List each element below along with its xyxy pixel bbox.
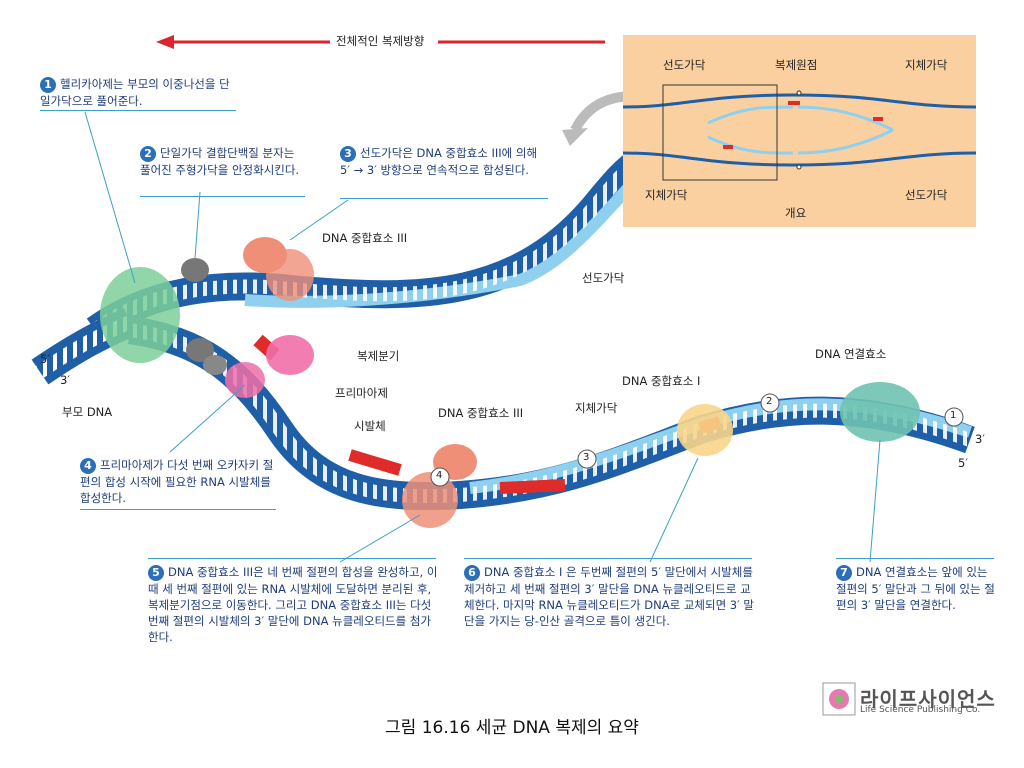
inset-origin: 복제원점 — [775, 58, 818, 72]
fragment-3: 3 — [583, 452, 590, 463]
overview-inset: 선도가닥 복제원점 지체가닥 지체가닥 선도가닥 개요 — [622, 35, 977, 227]
label-fork: 복제분기 — [357, 349, 400, 363]
ligase — [840, 382, 920, 442]
inset-lagging-bl: 지체가닥 — [645, 188, 688, 202]
label-leading: 선도가닥 — [582, 271, 625, 285]
primer-red-1 — [348, 449, 402, 476]
brand-name: 라이프사이언스 — [860, 687, 996, 711]
label-pol1: DNA 중합효소 I — [622, 374, 701, 388]
ssb-protein — [181, 258, 209, 282]
inset-lagging-tr: 지체가닥 — [905, 58, 948, 72]
label-five-left: 5′ — [40, 352, 50, 366]
label-pol3-bottom: DNA 중합효소 III — [438, 406, 524, 420]
direction-label: 전체적인 복제방향 — [336, 34, 425, 48]
inset-leading-br: 선도가닥 — [905, 188, 948, 202]
label-primase: 프리마아제 — [335, 386, 388, 400]
primer-red-2 — [499, 479, 566, 494]
direction-arrow — [156, 35, 605, 49]
fragment-4: 4 — [436, 470, 443, 481]
label-parent: 부모 DNA — [62, 405, 113, 419]
label-three-right: 3′ — [975, 432, 985, 446]
helicase — [100, 267, 180, 363]
figure-caption: 그림 16.16 세균 DNA 복제의 요약 — [385, 718, 639, 738]
leading-strand-light — [244, 170, 645, 308]
replication-diagram — [31, 91, 975, 563]
label-lagging: 지체가닥 — [575, 401, 618, 415]
pol1 — [677, 404, 733, 456]
inset-caption: 개요 — [785, 206, 807, 220]
label-three-left: 3′ — [60, 373, 70, 387]
label-ligase: DNA 연결효소 — [815, 347, 887, 361]
inset-leading-tl: 선도가닥 — [663, 58, 706, 72]
primase — [266, 335, 314, 375]
brand-logo-icon — [822, 682, 856, 716]
brand-subtitle: Life Science Publishing Co. — [860, 705, 981, 715]
label-primer: 시발체 — [354, 419, 386, 433]
label-pol3-top: DNA 중합효소 III — [322, 231, 408, 245]
label-five-right: 5′ — [958, 456, 968, 470]
fragment-1: 1 — [950, 410, 957, 421]
fragment-2: 2 — [766, 396, 773, 407]
